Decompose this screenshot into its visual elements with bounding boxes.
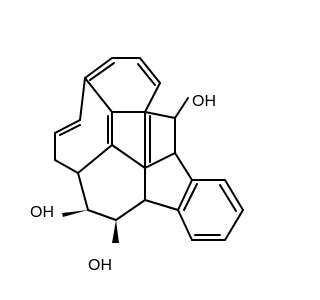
bond xyxy=(144,199,179,211)
bond xyxy=(183,183,198,211)
bond xyxy=(137,63,156,86)
bond xyxy=(174,97,189,119)
hydroxyl-label-bottom: OH xyxy=(88,257,112,274)
bond xyxy=(79,77,86,121)
bond xyxy=(87,209,117,221)
bond xyxy=(111,144,146,169)
bond xyxy=(84,57,113,79)
bond xyxy=(224,209,244,241)
atom-labels: OH OH OH xyxy=(30,93,216,274)
bond xyxy=(77,144,113,174)
solid-wedge-bond xyxy=(112,220,119,243)
bond xyxy=(115,199,146,221)
hydroxyl-label-top-right: OH xyxy=(192,93,216,110)
bond xyxy=(54,119,81,134)
bond xyxy=(89,62,115,81)
bond xyxy=(144,111,176,119)
molecule-diagram: OH OH OH xyxy=(30,57,244,274)
bond xyxy=(139,57,161,84)
bond-skeleton xyxy=(54,57,244,241)
stereo-bonds xyxy=(62,210,119,243)
bond xyxy=(174,152,193,181)
bond xyxy=(144,152,176,169)
structure-svg: OH OH OH xyxy=(30,57,244,274)
bond xyxy=(219,184,237,212)
bond xyxy=(59,124,81,136)
bond xyxy=(54,159,79,174)
bond xyxy=(224,179,244,211)
bond xyxy=(77,172,89,211)
bond xyxy=(84,77,113,113)
bond xyxy=(177,209,193,241)
bond xyxy=(177,179,193,211)
hashed-wedge-bond xyxy=(62,210,88,217)
hydroxyl-label-lower-left: OH xyxy=(30,204,54,221)
bond xyxy=(144,82,161,113)
